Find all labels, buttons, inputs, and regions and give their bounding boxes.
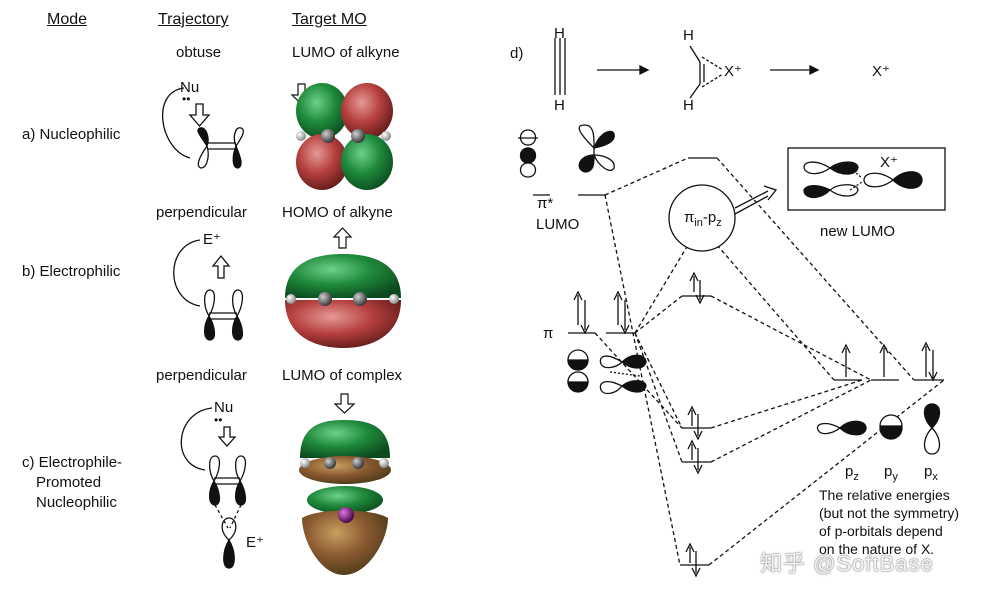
mode-label-b: b) Electrophilic bbox=[22, 263, 121, 280]
pi-in-pz-highlight bbox=[668, 184, 736, 252]
target-label-b: HOMO of alkyne bbox=[282, 204, 393, 221]
px-label: px bbox=[924, 463, 938, 483]
note-line-3: of p-orbitals depend bbox=[819, 523, 943, 539]
box-x-label: X⁺ bbox=[880, 154, 898, 171]
attack-arrow-icon bbox=[217, 426, 237, 447]
target-label-a: LUMO of alkyne bbox=[292, 44, 400, 61]
complex-x-label: X⁺ bbox=[724, 63, 742, 80]
note-line-2: (but not the symmetry) bbox=[819, 505, 959, 521]
atom-h-top: H bbox=[554, 25, 565, 42]
nucleophile-label-c: Nu bbox=[214, 399, 234, 416]
new-lumo-orbital-icon bbox=[803, 161, 923, 199]
target-label-c: LUMO of complex bbox=[282, 367, 403, 384]
pi-star-orbital-icons bbox=[518, 124, 615, 178]
attack-arrow-icon bbox=[188, 103, 211, 127]
correlation-lines bbox=[594, 157, 945, 566]
pi-in-pz-label: πin-pz bbox=[684, 209, 722, 229]
mo-diagram bbox=[518, 124, 946, 578]
attack-arrow-icon bbox=[211, 254, 231, 279]
header-mode: Mode bbox=[47, 11, 88, 28]
mode-label-c-line3: Nucleophilic bbox=[36, 494, 117, 511]
trajectory-label-c: perpendicular bbox=[156, 367, 247, 384]
p-orbital-icons bbox=[816, 403, 941, 455]
pi-orbital-icons bbox=[567, 349, 647, 395]
lone-pair-dots: •• bbox=[182, 92, 190, 106]
trajectory-sketch-c: •• bbox=[180, 407, 247, 569]
mo-render-homo-alkyne bbox=[285, 227, 401, 348]
ion-x-label: X⁺ bbox=[872, 63, 890, 80]
trajectory-label-a: obtuse bbox=[176, 44, 222, 61]
approach-curve bbox=[162, 87, 191, 159]
header-target-mo: Target MO bbox=[292, 11, 367, 28]
atom-h-top-complex: H bbox=[683, 27, 694, 44]
atom-h-bottom-complex: H bbox=[683, 97, 694, 114]
mo-render-lumo-complex bbox=[299, 393, 391, 575]
electrophile-label-b: E⁺ bbox=[203, 231, 221, 248]
panel-d-label: d) bbox=[510, 45, 523, 62]
arrow-down-icon bbox=[333, 393, 356, 414]
mode-label-a: a) Nucleophilic bbox=[22, 126, 121, 143]
note-line-1: The relative energies bbox=[819, 487, 950, 503]
electron-spin-arrows bbox=[573, 271, 938, 578]
svg-text:••: •• bbox=[214, 413, 222, 427]
trajectory-label-b: perpendicular bbox=[156, 204, 247, 221]
electrophile-label-c: E⁺ bbox=[246, 534, 264, 551]
note-line-4: on the nature of X. bbox=[819, 541, 934, 557]
atom-h-bottom: H bbox=[554, 97, 565, 114]
watermark: 知乎 @SoftBase bbox=[760, 551, 934, 576]
new-lumo-label: new LUMO bbox=[820, 223, 895, 240]
header-trajectory: Trajectory bbox=[158, 11, 229, 28]
mo-render-lumo-alkyne bbox=[290, 83, 393, 190]
arrow-up-icon bbox=[332, 227, 353, 249]
pi-star-label: π* bbox=[537, 195, 553, 212]
pi-label: π bbox=[543, 325, 553, 342]
mode-label-c-line2: Promoted bbox=[36, 474, 102, 491]
trajectory-sketch-a: •• bbox=[162, 87, 244, 169]
reaction-scheme bbox=[554, 38, 820, 99]
py-label: py bbox=[884, 463, 898, 483]
mode-label-c-line1: c) Electrophile- bbox=[22, 454, 123, 471]
lumo-label: LUMO bbox=[536, 216, 579, 233]
pz-label: pz bbox=[845, 463, 859, 483]
nucleophile-label-a: Nu bbox=[180, 79, 200, 96]
trajectory-sketch-b bbox=[173, 239, 244, 341]
